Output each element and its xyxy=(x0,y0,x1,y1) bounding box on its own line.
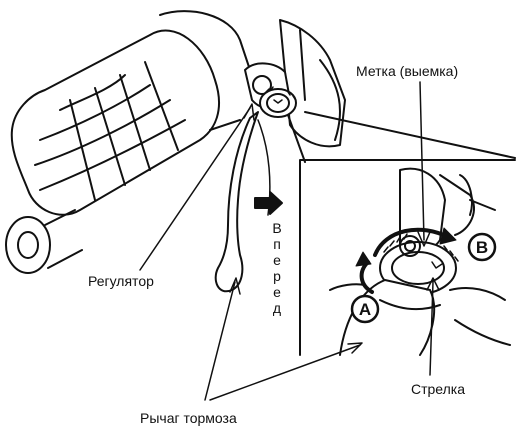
brake-lever-label: Рычаг тормоза xyxy=(140,410,237,426)
forward-char: п xyxy=(270,236,284,252)
forward-char: В xyxy=(270,220,284,236)
handlebar-grip xyxy=(6,11,250,273)
forward-char: д xyxy=(270,300,284,316)
mark-label: Метка (выемка) xyxy=(356,63,458,79)
callout-b: B xyxy=(476,238,488,257)
adjuster-label: Регулятор xyxy=(88,273,154,289)
arrow-label: Стрелка xyxy=(411,381,465,397)
forward-char: р xyxy=(270,268,284,284)
callout-a: A xyxy=(359,300,371,319)
forward-char: е xyxy=(270,284,284,300)
forward-char: е xyxy=(270,252,284,268)
